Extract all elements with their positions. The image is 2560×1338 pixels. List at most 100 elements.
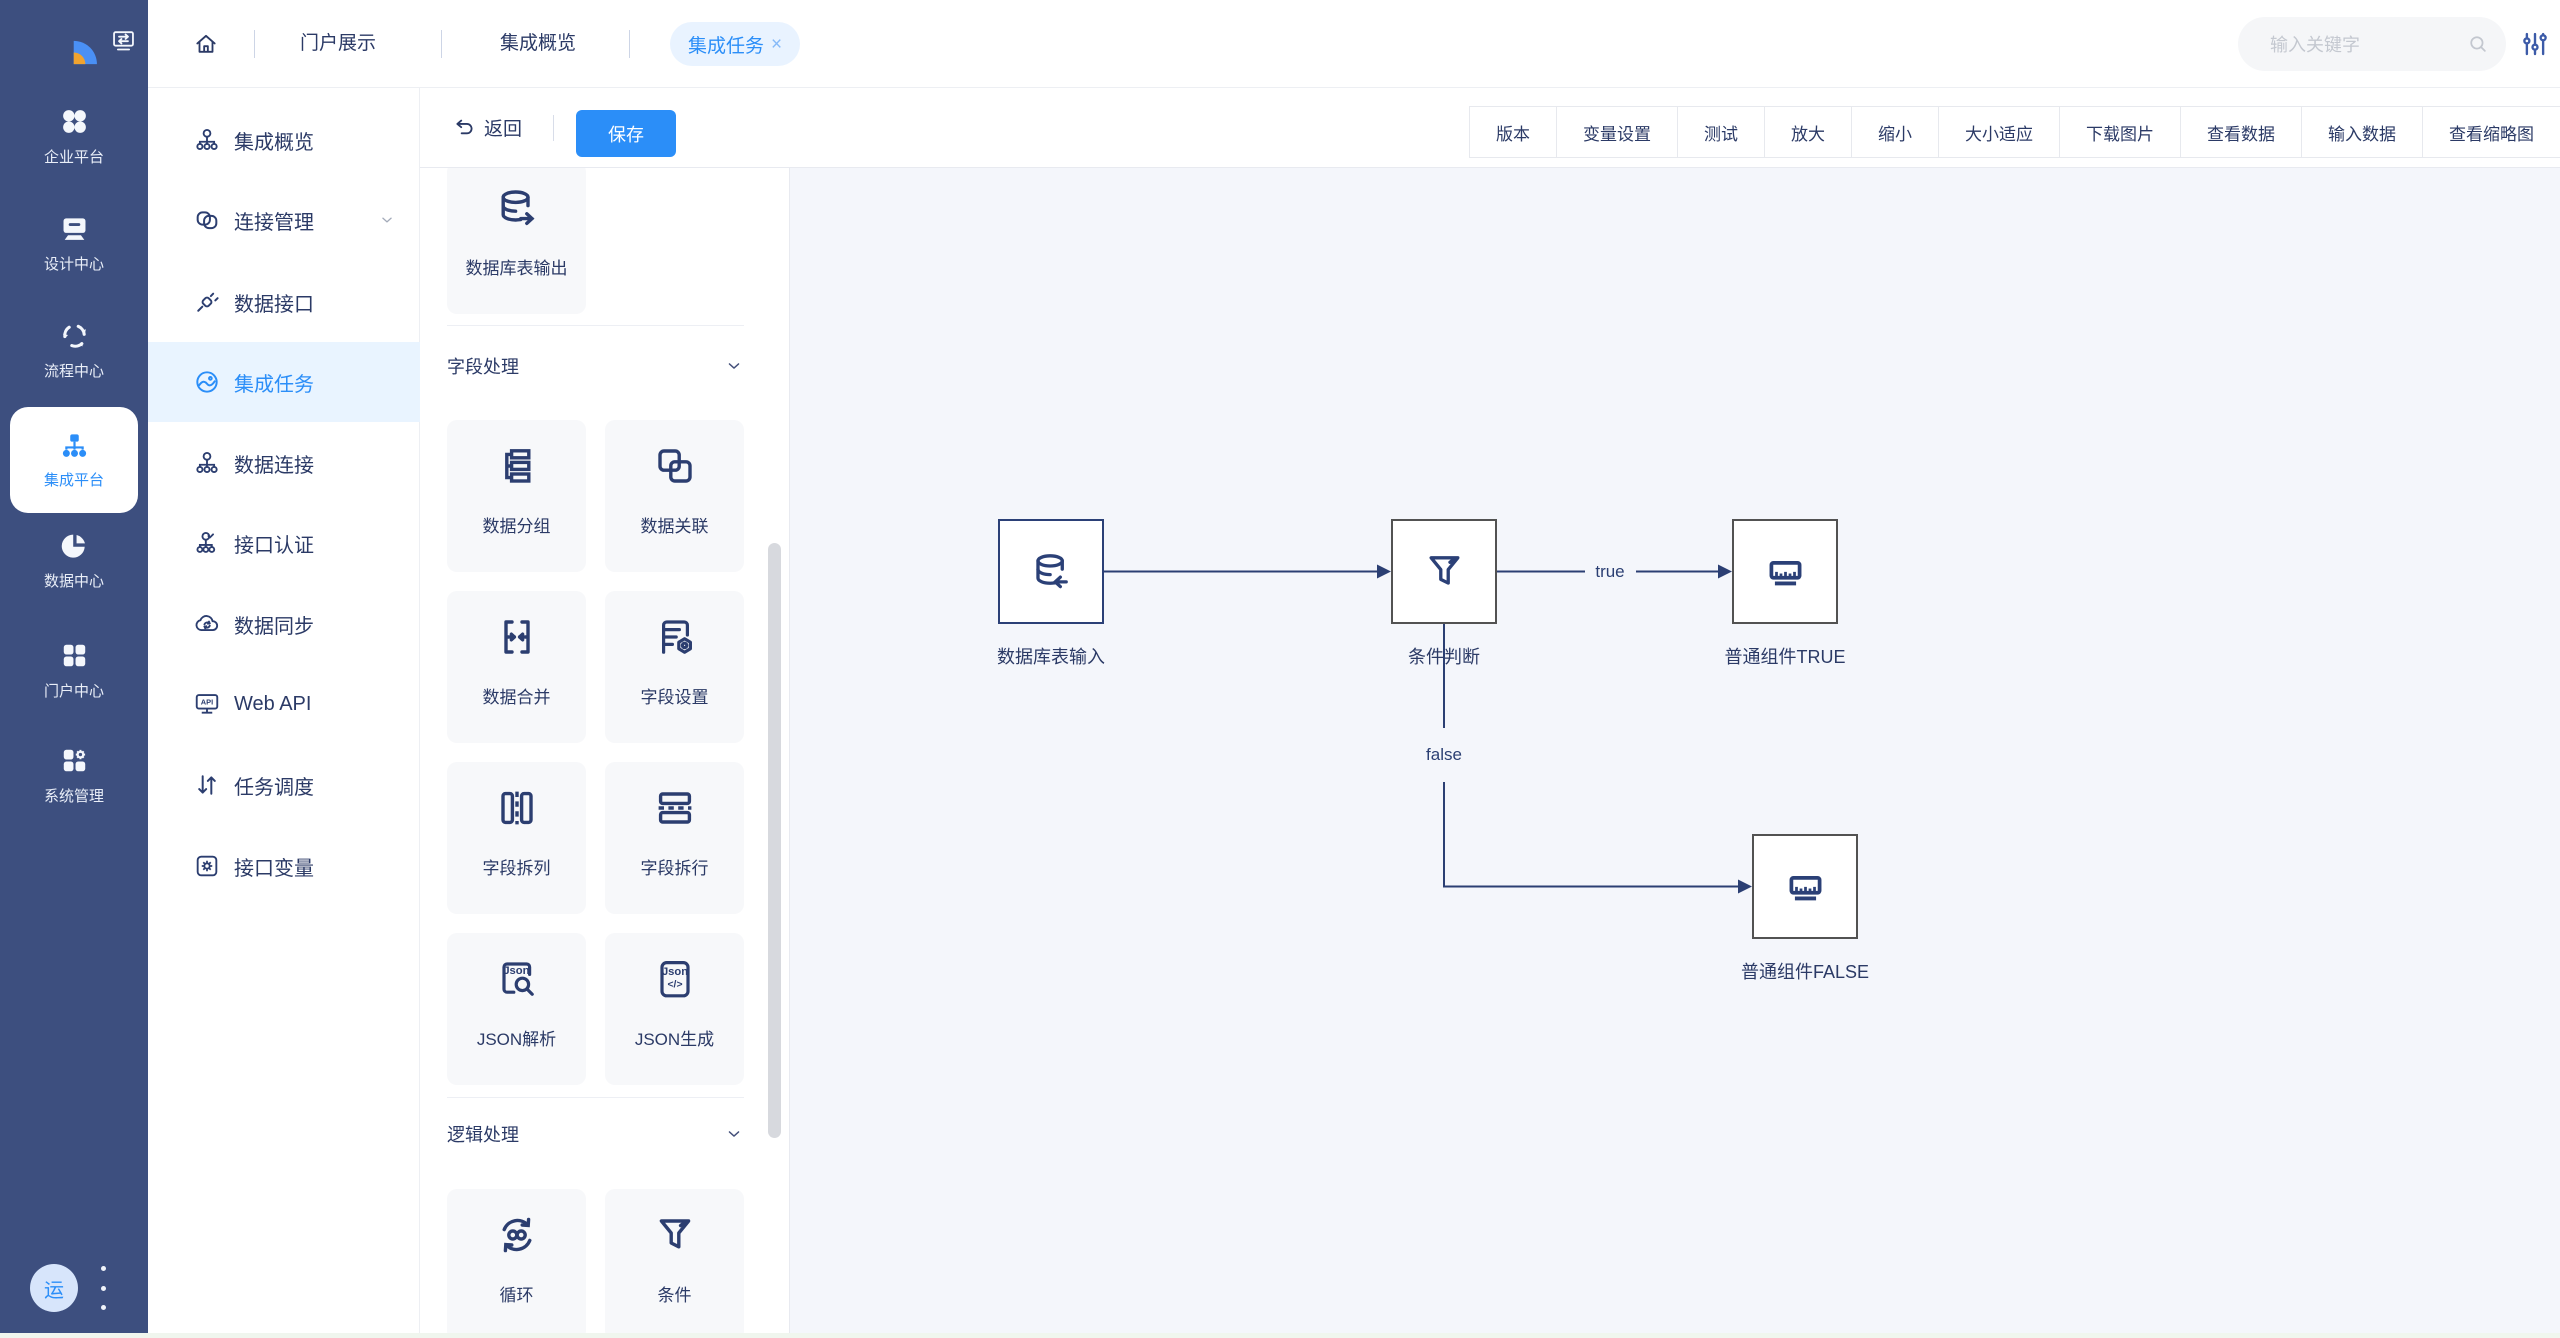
avatar[interactable]: 运 — [30, 1264, 78, 1312]
flow-canvas[interactable]: true false 数据库表输入 条件判断 普通组件TRUE 普通组件FALS… — [790, 168, 2560, 1338]
grid-gear-icon — [59, 745, 90, 776]
menu-item-connection-management[interactable]: 连接管理 — [148, 180, 420, 260]
tab-integration-task-active[interactable]: 集成任务 × — [670, 22, 801, 66]
palette-item-condition[interactable]: 条件 — [605, 1189, 744, 1338]
primary-sidebar: 企业平台 设计中心 流程中心 集成平台 数据中心 门户中心 系统管理 运 — [0, 0, 148, 1338]
save-button[interactable]: 保存 — [576, 110, 676, 157]
org-tree-icon — [193, 449, 221, 477]
view-data-button[interactable]: 查看数据 — [2180, 107, 2301, 157]
home-icon[interactable] — [193, 31, 219, 57]
palette-item-split-rows[interactable]: 字段拆行 — [605, 762, 744, 914]
edge-label-true: true — [1595, 562, 1624, 581]
palette-item-label: JSON生成 — [634, 1030, 715, 1049]
sidebar-item-process-center[interactable]: 流程中心 — [0, 320, 148, 381]
sidebar-item-label: 系统管理 — [43, 788, 104, 805]
node-database-input[interactable]: 数据库表输入 — [997, 519, 1105, 667]
node-component-true[interactable]: 普通组件TRUE — [1725, 519, 1846, 667]
view-thumbnail-button[interactable]: 查看缩略图 — [2422, 107, 2560, 157]
back-button[interactable]: 返回 — [453, 88, 522, 167]
chevron-down-icon[interactable] — [378, 211, 396, 229]
menu-item-data-connection[interactable]: 数据连接 — [148, 423, 420, 503]
palette-item-json-parse[interactable]: JSON解析 — [447, 933, 586, 1085]
component-icon — [1762, 548, 1809, 595]
more-menu-icon[interactable] — [98, 1266, 108, 1310]
designer-toolbar: 返回 保存 版本 变量设置 测试 放大 缩小 大小适应 下载图片 查看数据 输入… — [420, 88, 2560, 168]
menu-item-web-api[interactable]: Web API — [148, 664, 420, 744]
node-condition[interactable]: 条件判断 — [1391, 519, 1497, 667]
condition-funnel-icon — [1421, 548, 1468, 595]
component-icon — [1782, 863, 1829, 910]
tab-integration-overview[interactable]: 集成概览 — [500, 33, 577, 54]
palette-item-data-merge[interactable]: 数据合并 — [447, 591, 586, 743]
node-label: 普通组件TRUE — [1724, 647, 1846, 667]
panel-toggle-icon[interactable] — [110, 27, 137, 54]
chevron-down-icon[interactable] — [724, 1124, 744, 1144]
menu-item-interface-variable[interactable]: 接口变量 — [148, 826, 420, 906]
palette-item-split-columns[interactable]: 字段拆列 — [447, 762, 586, 914]
plug-icon — [193, 288, 221, 316]
node-component-false[interactable]: 普通组件FALSE — [1741, 834, 1869, 982]
node-label: 普通组件FALSE — [1740, 962, 1870, 982]
palette-scrollbar[interactable] — [768, 543, 781, 1138]
window-edge-strip — [0, 1333, 2560, 1338]
palette-item-field-settings[interactable]: 字段设置 — [605, 591, 744, 743]
tab-label: 集成任务 — [688, 35, 765, 57]
menu-item-integration-overview[interactable]: 集成概览 — [148, 100, 420, 180]
json-generate-icon — [651, 955, 699, 1003]
menu-item-interface-auth[interactable]: 接口认证 — [148, 503, 420, 583]
sidebar-item-design-center[interactable]: 设计中心 — [0, 213, 148, 274]
top-bar: 门户展示 集成概览 集成任务 × — [148, 0, 2560, 88]
palette-item-label: 数据合并 — [482, 688, 551, 707]
condition-funnel-icon — [651, 1211, 699, 1259]
component-palette: 数据库表输出 字段处理 数据分组 数据关联 数据合并 字段设置 字段拆列 — [420, 168, 790, 1338]
menu-item-integration-task[interactable]: 集成任务 — [148, 342, 420, 422]
menu-item-task-schedule[interactable]: 任务调度 — [148, 745, 420, 825]
palette-item-database-output[interactable]: 数据库表输出 — [447, 168, 586, 314]
palette-section-title: 字段处理 — [447, 357, 519, 377]
chevron-down-icon[interactable] — [724, 356, 744, 376]
split-rows-icon — [651, 784, 699, 832]
fit-size-button[interactable]: 大小适应 — [1938, 107, 2059, 157]
sidebar-item-portal-center[interactable]: 门户中心 — [0, 640, 148, 701]
filter-sliders-icon[interactable] — [2520, 29, 2550, 59]
download-image-button[interactable]: 下载图片 — [2059, 107, 2180, 157]
palette-item-label: 数据分组 — [482, 517, 551, 536]
search-box — [2238, 17, 2506, 73]
menu-item-data-interface[interactable]: 数据接口 — [148, 262, 420, 342]
search-input[interactable] — [2268, 17, 2452, 73]
secondary-sidebar: 集成概览 连接管理 数据接口 集成任务 数据连接 接口认证 数据同步 — [148, 88, 420, 1338]
tab-portal-display[interactable]: 门户展示 — [300, 33, 377, 54]
palette-item-label: 字段拆行 — [640, 859, 709, 878]
database-input-icon — [1028, 548, 1075, 595]
palette-item-data-relate[interactable]: 数据关联 — [605, 420, 744, 572]
palette-item-label: 字段拆列 — [482, 859, 551, 878]
palette-item-loop[interactable]: 循环 — [447, 1189, 586, 1338]
menu-item-label: 连接管理 — [234, 211, 314, 234]
zoom-out-button[interactable]: 缩小 — [1851, 107, 1938, 157]
search-icon[interactable] — [2467, 33, 2489, 55]
palette-item-json-generate[interactable]: JSON生成 — [605, 933, 744, 1085]
test-button[interactable]: 测试 — [1677, 107, 1764, 157]
grid-squares-icon — [59, 640, 90, 671]
variable-settings-button[interactable]: 变量设置 — [1556, 107, 1677, 157]
edge-label-false: false — [1426, 745, 1462, 764]
sidebar-item-label: 流程中心 — [43, 363, 104, 380]
palette-section-logic-processing[interactable]: 逻辑处理 — [447, 1114, 744, 1154]
palette-item-data-group[interactable]: 数据分组 — [447, 420, 586, 572]
tab-separator — [629, 30, 630, 58]
tab-separator — [441, 30, 442, 58]
palette-section-field-processing[interactable]: 字段处理 — [447, 346, 744, 386]
sidebar-item-enterprise-platform[interactable]: 企业平台 — [0, 106, 148, 167]
menu-item-label: 集成任务 — [234, 373, 314, 396]
zoom-in-button[interactable]: 放大 — [1764, 107, 1851, 157]
input-data-button[interactable]: 输入数据 — [2301, 107, 2422, 157]
close-icon[interactable]: × — [771, 33, 783, 55]
database-output-icon — [493, 184, 541, 232]
sidebar-item-data-center[interactable]: 数据中心 — [0, 530, 148, 591]
sidebar-item-system-management[interactable]: 系统管理 — [0, 745, 148, 806]
menu-item-label: Web API — [234, 692, 312, 715]
menu-item-data-sync[interactable]: 数据同步 — [148, 584, 420, 664]
sidebar-item-integration-platform[interactable]: 集成平台 — [10, 407, 138, 513]
version-button[interactable]: 版本 — [1496, 124, 1530, 144]
palette-section-title: 逻辑处理 — [447, 1125, 519, 1145]
